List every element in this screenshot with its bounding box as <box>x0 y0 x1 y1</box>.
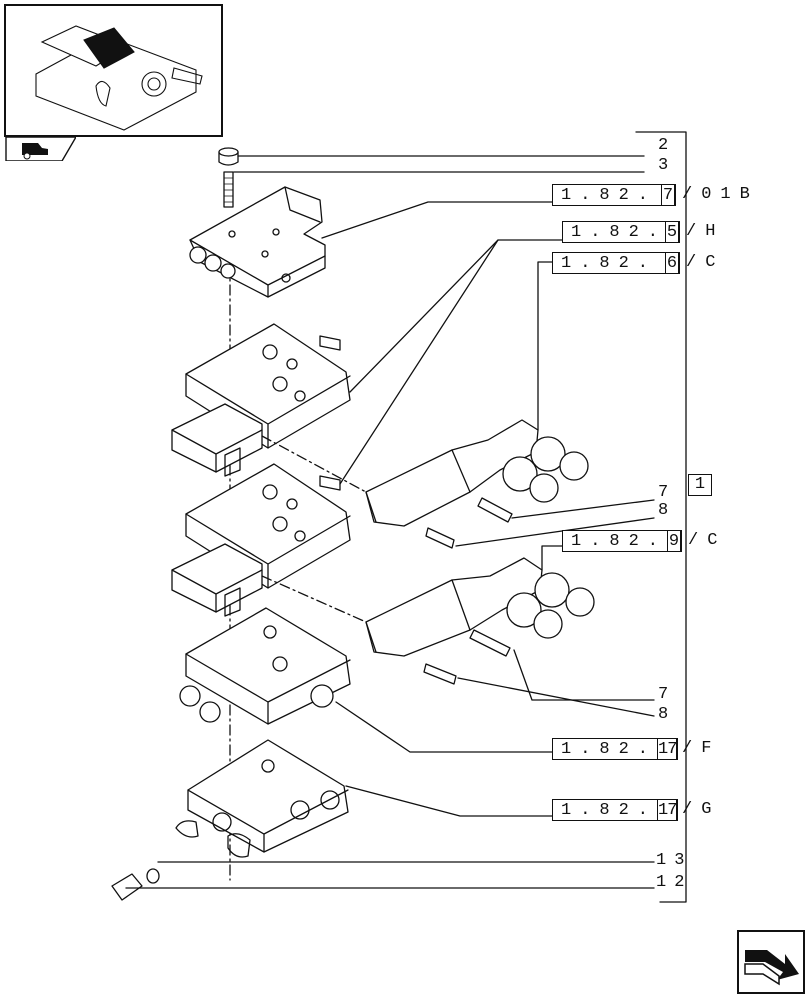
ref-prefix: 1.82. <box>571 223 668 242</box>
callout-8b: 8 <box>658 705 677 724</box>
next-page-arrow-icon <box>737 930 805 994</box>
cap-part <box>218 147 239 166</box>
assembly-ref-box: 1 <box>688 474 712 496</box>
next-page-button[interactable] <box>737 930 805 994</box>
ref-boxed-digit: 7 <box>661 184 675 206</box>
ref-prefix: 1.82. <box>571 532 668 551</box>
callout-7b: 7 <box>658 685 677 704</box>
handle-assembly-upper <box>365 419 589 549</box>
ref-boxed-digit: 9 <box>667 530 681 552</box>
ref-boxed-digit: 5 <box>665 221 679 243</box>
valve-section-3 <box>179 607 351 725</box>
ref-boxed-digit: 17 <box>657 738 677 760</box>
ref-label-1[interactable]: 1.82. 7 <box>552 184 676 206</box>
ref-suffix-1: /01B <box>682 185 759 204</box>
ref-prefix: 1.82. <box>561 186 658 205</box>
end-cover-part <box>189 186 326 298</box>
handle-assembly-lower <box>365 557 595 685</box>
ref-boxed-digit: 17 <box>657 799 677 821</box>
callout-7a: 7 <box>658 483 677 502</box>
ref-label-4[interactable]: 1.82. 9 <box>562 530 682 552</box>
ref-suffix-4: /C <box>688 531 727 550</box>
fitting-part <box>111 868 160 901</box>
ref-prefix: 1.82. <box>561 254 658 273</box>
callout-8a: 8 <box>658 501 677 520</box>
ref-prefix: 1.82. <box>561 801 658 820</box>
callout-12: 12 <box>656 873 693 892</box>
ref-suffix-2: /H <box>686 222 725 241</box>
inlet-section <box>175 739 349 858</box>
assembly-thumbnail-icon <box>35 25 203 131</box>
ref-suffix-6: /G <box>682 800 721 819</box>
callout-3: 3 <box>658 156 677 175</box>
ref-label-5[interactable]: 1.82. 17 <box>552 738 678 760</box>
ref-label-6[interactable]: 1.82. 17 <box>552 799 678 821</box>
ref-label-3[interactable]: 1.82. 6 <box>552 252 680 274</box>
ref-prefix: 1.82. <box>561 740 658 759</box>
valve-section-2 <box>171 463 351 617</box>
ref-label-2[interactable]: 1.82. 5 <box>562 221 680 243</box>
callout-2: 2 <box>658 136 677 155</box>
ref-boxed-digit: 6 <box>665 252 679 274</box>
ref-suffix-5: /F <box>682 739 721 758</box>
callout-13: 13 <box>656 851 693 870</box>
tractor-section-icon <box>5 137 76 161</box>
valve-section-1 <box>171 323 351 477</box>
ref-suffix-3: /C <box>686 253 725 272</box>
assembly-thumbnail[interactable] <box>4 4 223 137</box>
pin-part <box>223 171 234 208</box>
